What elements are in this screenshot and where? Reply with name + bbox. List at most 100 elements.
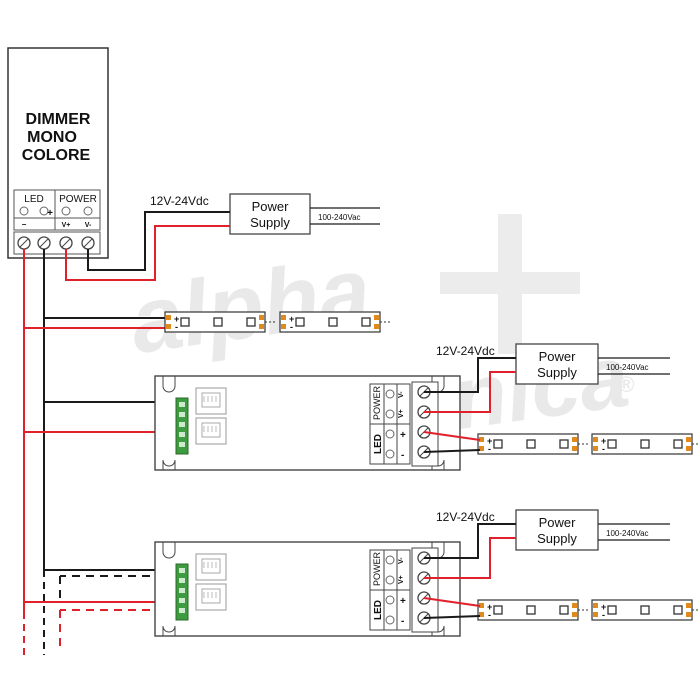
power-supply-3-box bbox=[515, 509, 599, 551]
dimmer-label-block bbox=[13, 189, 101, 231]
dimmer-screw-icon bbox=[19, 206, 29, 216]
solder-pad bbox=[593, 612, 598, 617]
dimmer-vminus-label: V- bbox=[85, 222, 92, 229]
solder-pad bbox=[281, 324, 286, 329]
solder-pad bbox=[572, 603, 577, 608]
power-supply-3-title-2: Supply bbox=[537, 531, 577, 546]
dimmer-terminal-4 bbox=[81, 236, 95, 250]
repeater-vminus-label: V- bbox=[398, 557, 405, 564]
repeater-led-label: LED bbox=[373, 434, 384, 454]
power-supply-1-ac-label: 100-240Vac bbox=[318, 213, 361, 222]
led-strip-segment: +- bbox=[591, 433, 700, 455]
wire-ps3-red bbox=[424, 537, 516, 579]
solder-pad bbox=[572, 612, 577, 617]
dimmer-screw-icon bbox=[39, 206, 49, 216]
wire-rep1-led-black bbox=[423, 449, 481, 453]
led-chip bbox=[246, 317, 256, 327]
wire-rep2-led-red bbox=[423, 597, 481, 607]
power-supply-1-title-2: Supply bbox=[250, 215, 290, 230]
solder-pad bbox=[572, 437, 577, 442]
wire-ps2-red bbox=[424, 371, 516, 413]
power-supply-2: Power Supply 12V-24Vdc 100-240Vac bbox=[436, 343, 670, 385]
strip-plus-label: + bbox=[487, 602, 492, 612]
strip-minus-label: - bbox=[488, 444, 491, 454]
power-supply-2-title-2: Supply bbox=[537, 365, 577, 380]
solder-pad bbox=[479, 612, 484, 617]
led-chip bbox=[493, 605, 503, 615]
dimmer-vplus-label: V+ bbox=[62, 222, 71, 229]
led-chip bbox=[607, 605, 617, 615]
solder-pad bbox=[686, 446, 691, 451]
power-supply-1-box bbox=[229, 193, 311, 235]
solder-pad bbox=[374, 324, 379, 329]
led-chip bbox=[526, 439, 536, 449]
solder-pad bbox=[374, 315, 379, 320]
power-supply-1-dc-label: 12V-24Vdc bbox=[150, 194, 209, 208]
led-chip bbox=[640, 605, 650, 615]
solder-pad bbox=[479, 437, 484, 442]
wire-ps2-black bbox=[424, 357, 516, 393]
screw-icon bbox=[385, 615, 395, 625]
led-chip bbox=[640, 439, 650, 449]
led-chip bbox=[328, 317, 338, 327]
screw-icon bbox=[385, 449, 395, 459]
led-chip bbox=[295, 317, 305, 327]
screw-icon bbox=[385, 409, 395, 419]
strip-plus-label: + bbox=[174, 314, 179, 324]
wire-rep2-led-black bbox=[423, 615, 481, 619]
power-supply-3: Power Supply 12V-24Vdc 100-240Vac bbox=[436, 509, 670, 551]
strip-minus-label: - bbox=[602, 610, 605, 620]
dimmer-terminal-3 bbox=[59, 236, 73, 250]
strip-plus-label: + bbox=[289, 314, 294, 324]
dimmer-screw-icon bbox=[83, 206, 93, 216]
solder-pad bbox=[259, 315, 264, 320]
power-supply-1-title-1: Power bbox=[252, 199, 290, 214]
repeater-vminus-label: V- bbox=[398, 391, 405, 398]
solder-pad bbox=[686, 612, 691, 617]
power-supply-2-title-1: Power bbox=[539, 349, 577, 364]
dimmer-screw-icon bbox=[61, 206, 71, 216]
screw-icon bbox=[385, 429, 395, 439]
wire-dimmer-vminus bbox=[87, 211, 230, 271]
solder-pad bbox=[686, 603, 691, 608]
led-chip bbox=[180, 317, 190, 327]
led-chip bbox=[213, 317, 223, 327]
dimmer-unit: DIMMER MONO COLORE LED POWER − + V+ V- bbox=[7, 47, 109, 259]
power-supply-3-ac-label: 100-240Vac bbox=[606, 529, 649, 538]
power-supply-3-title-1: Power bbox=[539, 515, 577, 530]
watermark-plus-v bbox=[498, 214, 522, 354]
led-chip bbox=[673, 439, 683, 449]
power-supply-2-box bbox=[515, 343, 599, 385]
repeater-power-label: POWER bbox=[372, 385, 382, 420]
watermark-line1: alpha bbox=[124, 239, 376, 373]
led-chip bbox=[559, 605, 569, 615]
strip-minus-label: - bbox=[175, 322, 178, 332]
power-supply-3-dc-label: 12V-24Vdc bbox=[436, 510, 495, 524]
repeater-plus-label: + bbox=[400, 596, 406, 607]
solder-pad bbox=[479, 446, 484, 451]
dimmer-terminal-2 bbox=[37, 236, 51, 250]
wire-dimmer-vplus bbox=[65, 225, 230, 281]
led-chip bbox=[493, 439, 503, 449]
solder-pad bbox=[593, 446, 598, 451]
solder-pad bbox=[281, 315, 286, 320]
led-strip-segment: +- bbox=[591, 599, 700, 621]
dimmer-terminal-block bbox=[13, 231, 101, 255]
wire-ps3-black bbox=[424, 523, 516, 559]
screw-icon bbox=[385, 575, 395, 585]
power-supply-2-dc-label: 12V-24Vdc bbox=[436, 344, 495, 358]
screw-icon bbox=[385, 555, 395, 565]
dimmer-title-1: DIMMER bbox=[26, 111, 91, 128]
strip-minus-label: - bbox=[602, 444, 605, 454]
solder-pad bbox=[593, 437, 598, 442]
repeater-minus-label: - bbox=[401, 450, 404, 461]
strip-plus-label: + bbox=[601, 436, 606, 446]
dimmer-title-2: MONO bbox=[27, 129, 77, 146]
repeater-vplus-label: V+ bbox=[398, 575, 405, 584]
strip-minus-label: - bbox=[290, 322, 293, 332]
solder-pad bbox=[686, 437, 691, 442]
led-strip-segment: +- bbox=[477, 599, 588, 621]
